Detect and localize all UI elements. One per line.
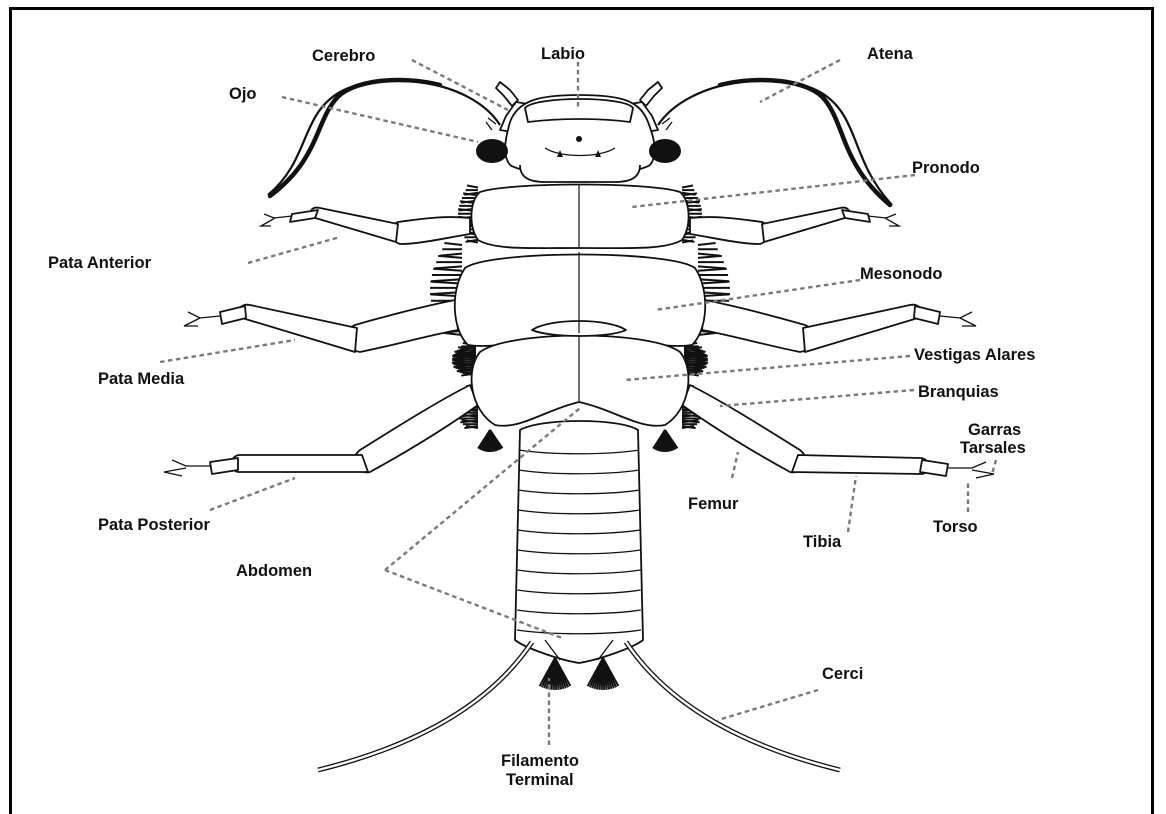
label-tibia: Tibia <box>803 533 842 551</box>
label-cerci: Cerci <box>822 665 863 683</box>
label-torso: Torso <box>933 518 978 536</box>
label-mesonodo: Mesonodo <box>860 265 943 283</box>
label-pata-media: Pata Media <box>98 370 185 388</box>
label-pata-anterior: Pata Anterior <box>48 254 152 272</box>
label-branquias: Branquias <box>918 383 999 401</box>
label-atena: Atena <box>867 45 914 63</box>
abdomen <box>515 421 643 663</box>
label-vestigas-alares: Vestigas Alares <box>914 346 1035 364</box>
label-garras-line1: Garras <box>968 421 1021 439</box>
label-labio: Labio <box>541 45 585 63</box>
label-abdomen: Abdomen <box>236 562 312 580</box>
label-femur: Femur <box>688 495 739 513</box>
label-pronodo: Pronodo <box>912 159 980 177</box>
thorax <box>455 185 705 426</box>
label-pata-posterior: Pata Posterior <box>98 516 210 534</box>
label-filamento-line2: Terminal <box>506 771 574 789</box>
label-filamento-line1: Filamento <box>501 752 579 770</box>
label-cerebro: Cerebro <box>312 47 375 65</box>
label-ojo: Ojo <box>229 85 257 103</box>
label-garras-line2: Tarsales <box>960 439 1026 457</box>
